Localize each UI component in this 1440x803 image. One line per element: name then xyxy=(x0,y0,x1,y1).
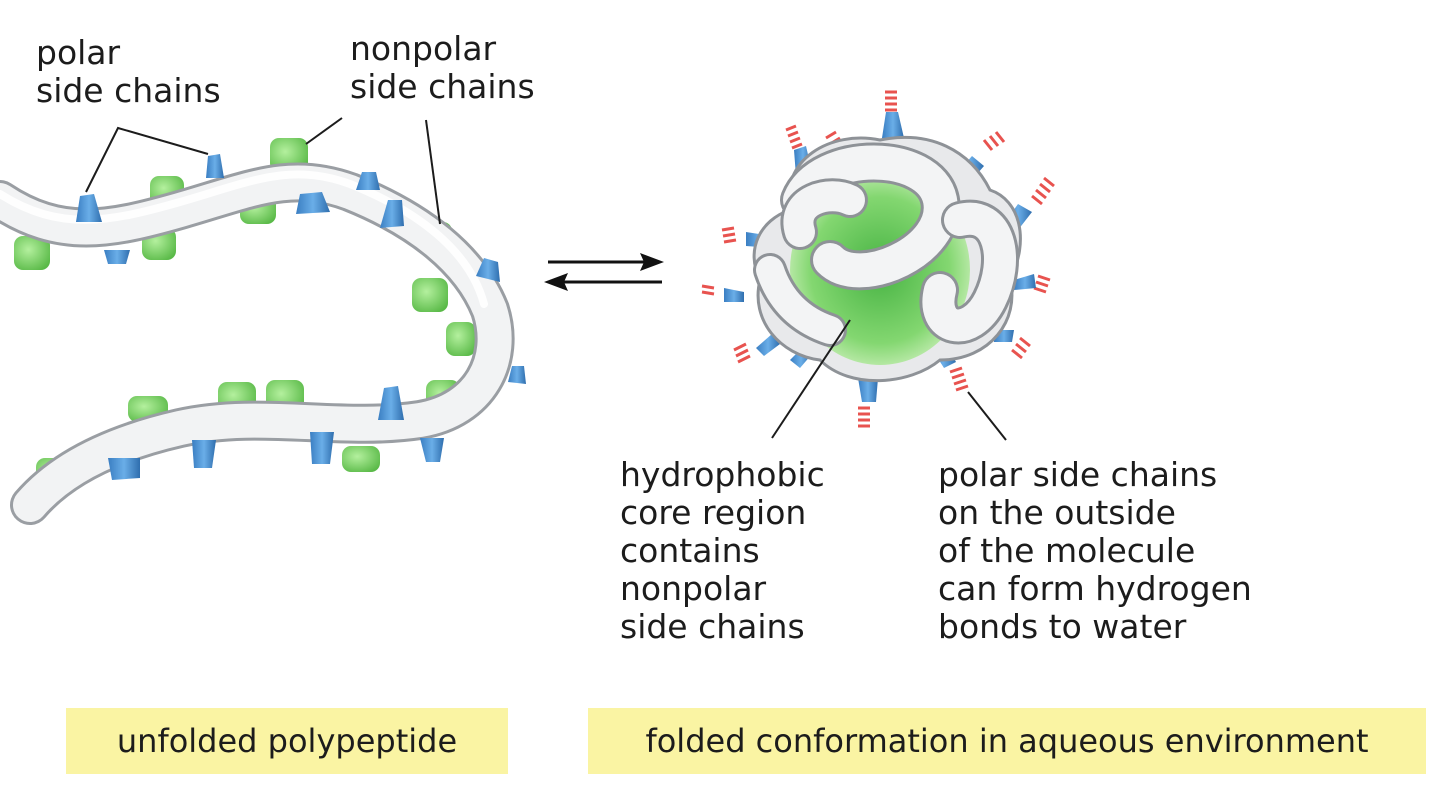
label-polar-outside: polar side chains on the outside of the … xyxy=(938,455,1252,646)
caption-unfolded: unfolded polypeptide xyxy=(66,708,508,774)
label-polar-side-chains: polar side chains xyxy=(36,33,221,110)
leader-lines-folded xyxy=(771,319,1007,441)
polar-side-chains-unfolded xyxy=(76,154,526,480)
equilibrium-arrows-icon xyxy=(544,253,664,291)
leader-lines-unfolded xyxy=(85,117,441,225)
folded-protein xyxy=(701,90,1055,441)
caption-folded: folded conformation in aqueous environme… xyxy=(588,708,1426,774)
folded-backbone-loops xyxy=(753,142,1019,347)
label-hydrophobic-core: hydrophobic core region contains nonpola… xyxy=(620,455,825,646)
unfolded-polypeptide xyxy=(0,117,526,525)
label-nonpolar-side-chains: nonpolar side chains xyxy=(350,29,535,106)
